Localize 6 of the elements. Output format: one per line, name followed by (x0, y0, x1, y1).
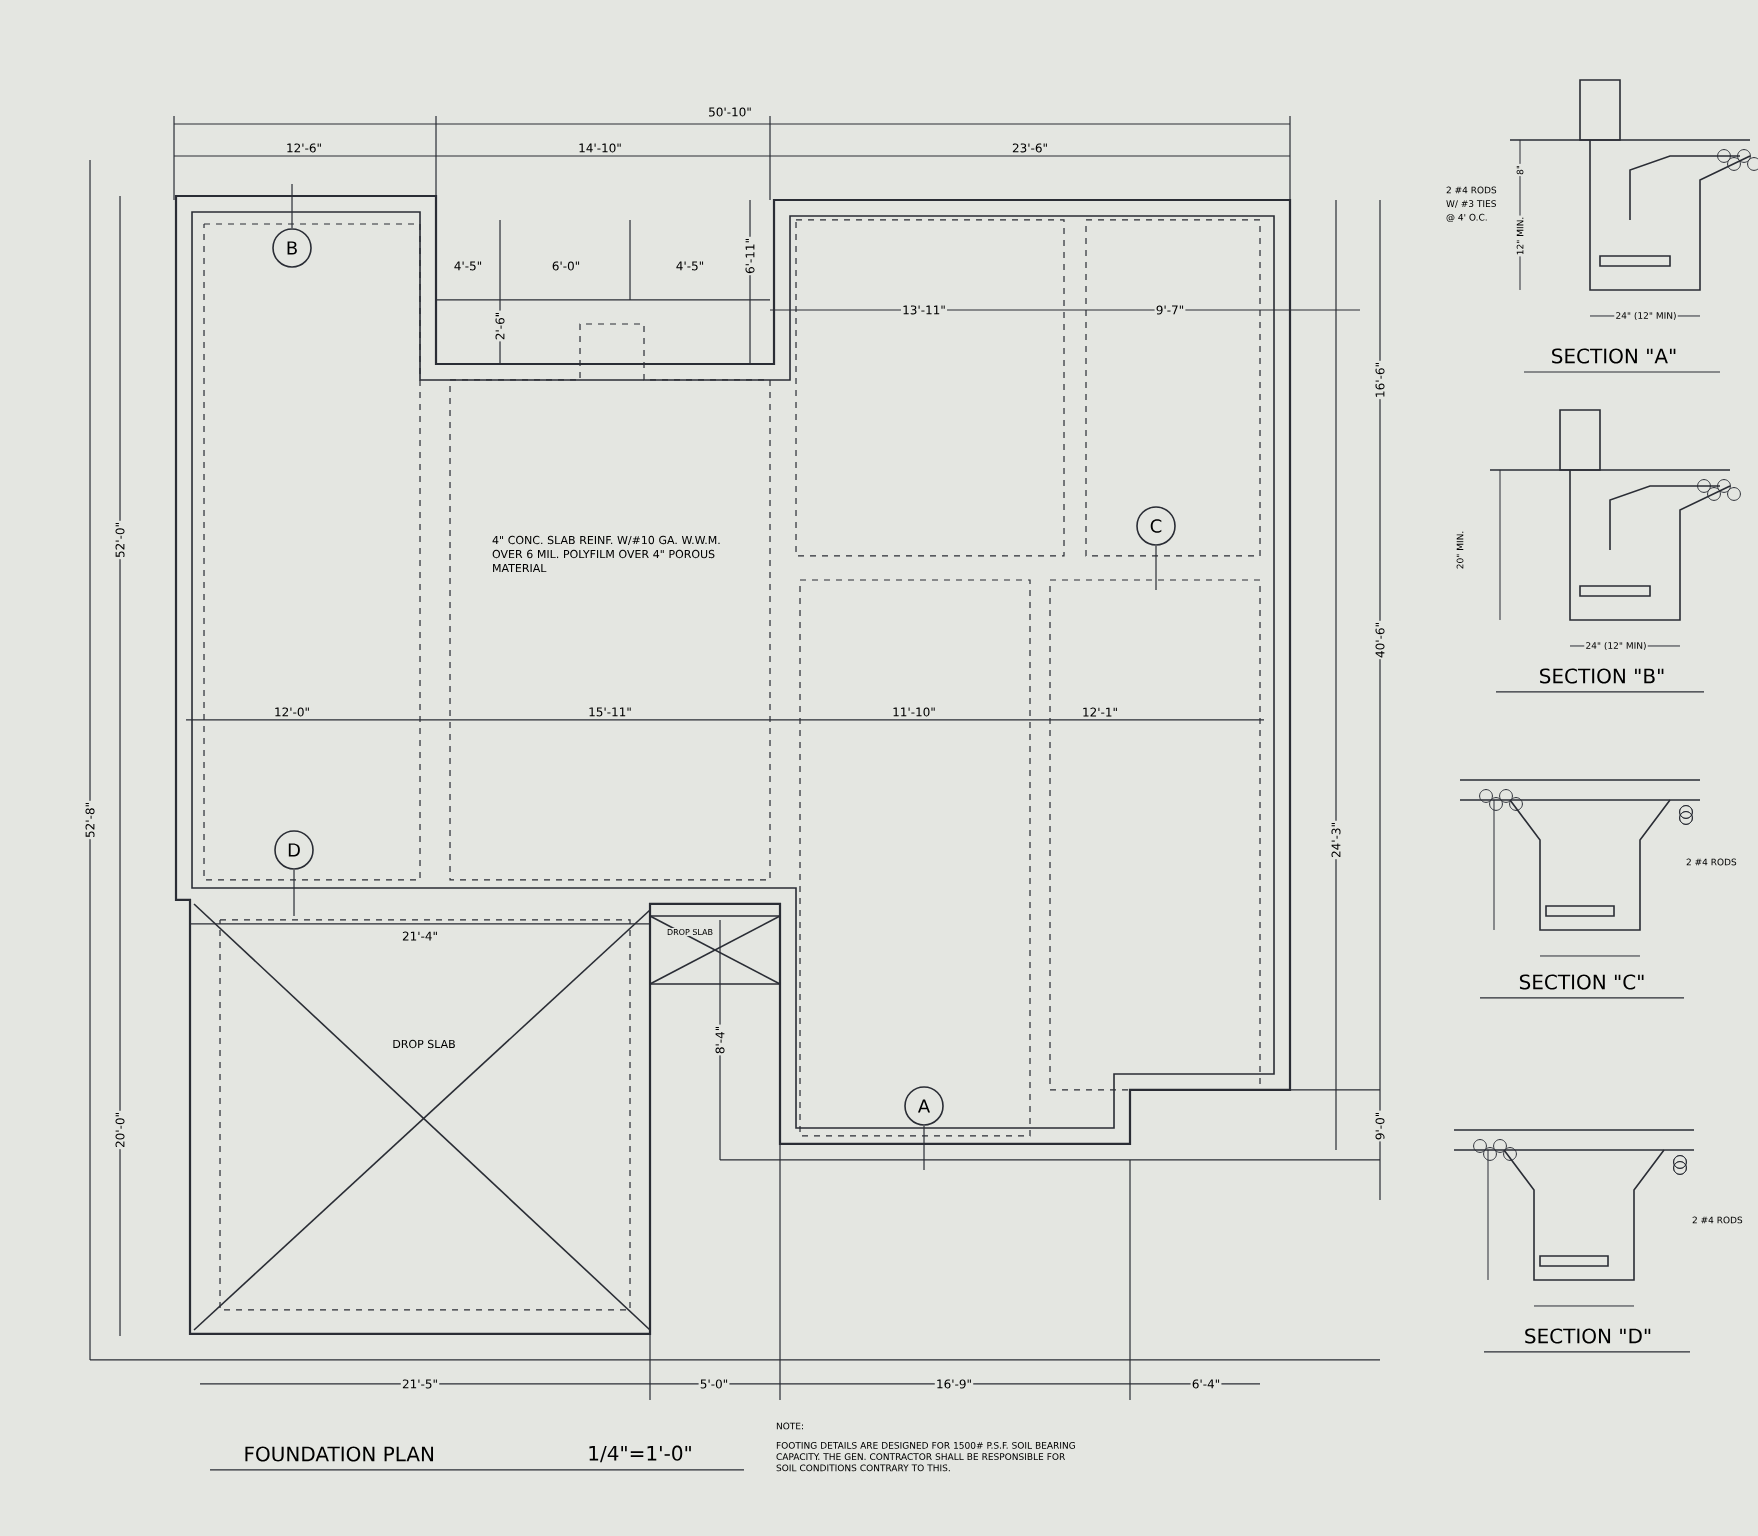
section-title: SECTION "B" (1537, 667, 1667, 685)
plan-title: FOUNDATION PLAN (245, 1446, 433, 1462)
section-title: SECTION "D" (1522, 1327, 1654, 1345)
section-title: SECTION "A" (1549, 347, 1679, 365)
scale-label: 1/4"=1'-0" (586, 1444, 694, 1464)
section-title: SECTION "C" (1517, 973, 1647, 991)
